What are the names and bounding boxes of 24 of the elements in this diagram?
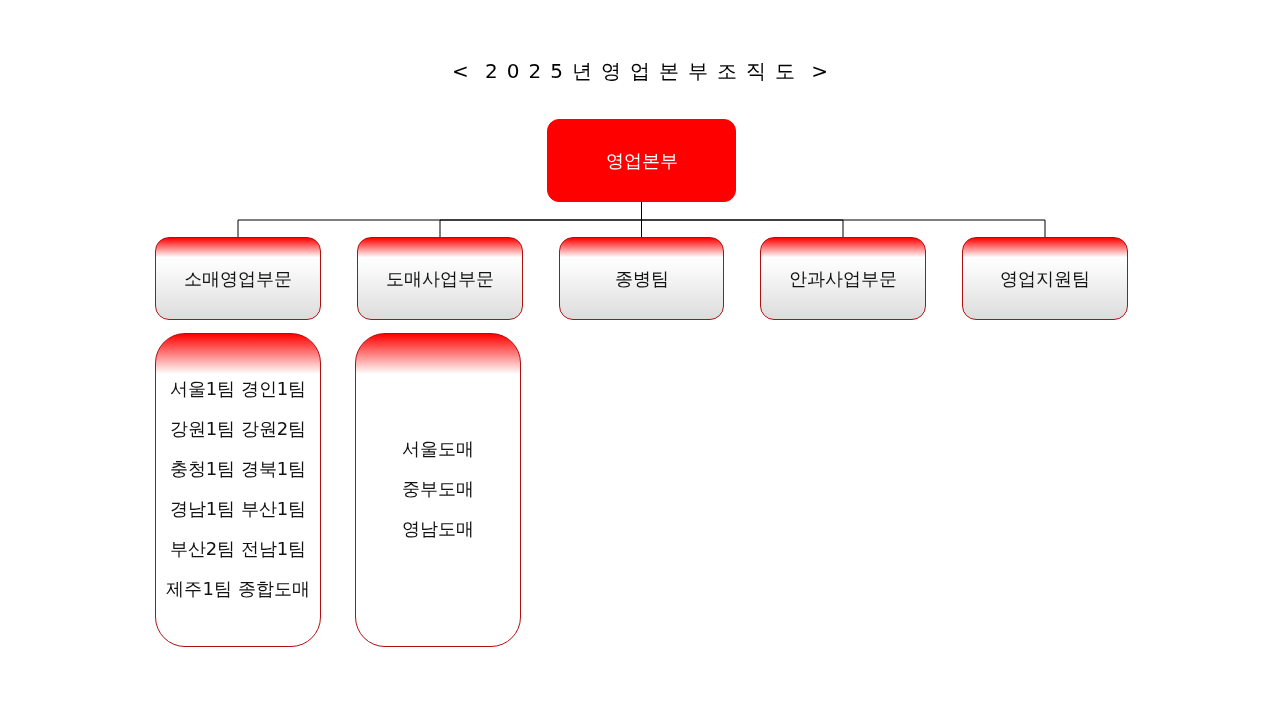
team-names: 부산2팀 전남1팀 — [169, 537, 307, 560]
team-names: 경남1팀 부산1팀 — [169, 497, 307, 520]
org-unit-name: 도매사업부문 — [386, 267, 494, 290]
division-box — [962, 237, 1128, 320]
team-names: 서울1팀 경인1팀 — [169, 377, 307, 400]
team-names: 서울도매 — [402, 437, 474, 460]
head-org-box — [547, 119, 736, 202]
diagram-title: < 2025년영업본부조직도 > — [450, 58, 838, 85]
org-unit-name: 종병팀 — [614, 267, 669, 290]
team-names: 영남도매 — [402, 517, 474, 540]
team-names: 충청1팀 경북1팀 — [169, 457, 307, 480]
team-names: 중부도매 — [402, 477, 474, 500]
division-box — [357, 237, 523, 320]
division-box — [559, 237, 724, 320]
division-box — [760, 237, 926, 320]
org-unit-name: 소매영업부문 — [184, 267, 292, 290]
team-list-box — [355, 333, 521, 647]
org-unit-name: 영업지원팀 — [1000, 267, 1090, 290]
team-list-box — [155, 333, 321, 647]
org-unit-name: 안과사업부문 — [789, 267, 897, 290]
division-box — [155, 237, 321, 320]
team-names: 제주1팀 종합도매 — [166, 577, 310, 600]
team-names: 강원1팀 강원2팀 — [169, 417, 307, 440]
org-unit-name: 영업본부 — [605, 149, 678, 172]
